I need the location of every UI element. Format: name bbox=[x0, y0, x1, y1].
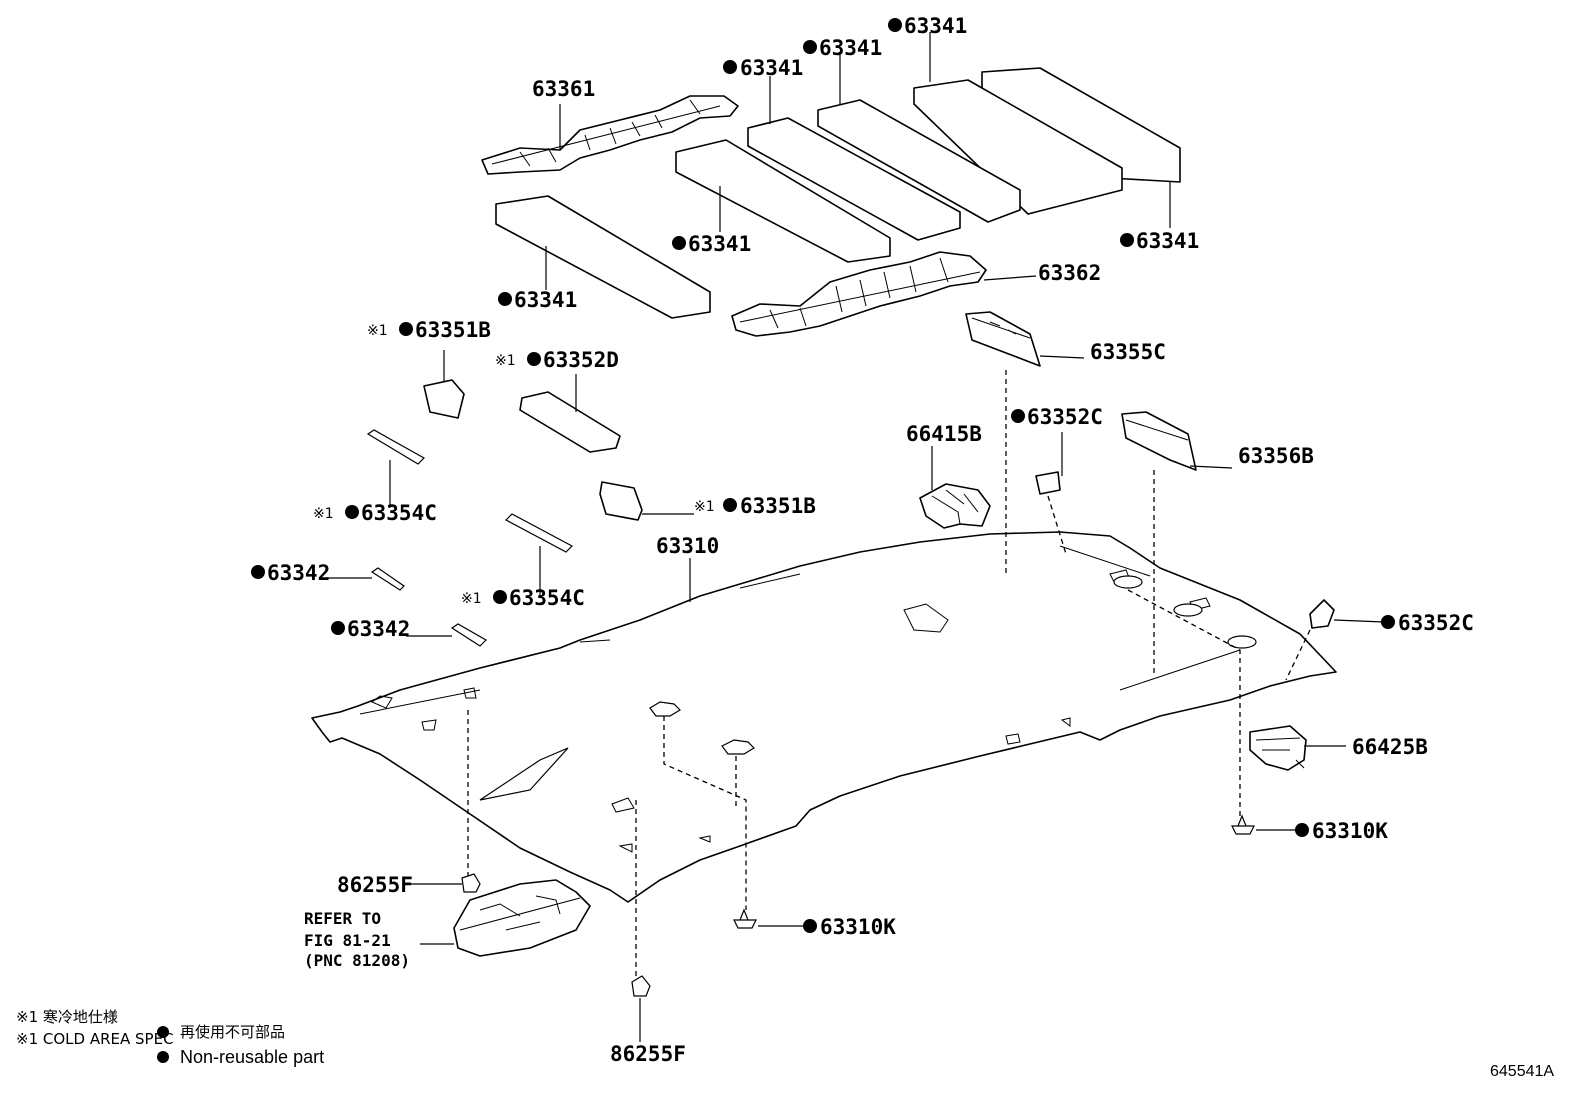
label-63341-top: 63341 bbox=[904, 14, 967, 38]
label-63351b-upper: 63351B bbox=[415, 318, 491, 342]
label-63341-rear: 63341 bbox=[1136, 229, 1199, 253]
pad-63352c-right bbox=[1309, 599, 1335, 629]
clip-86255f-lower bbox=[631, 975, 651, 997]
refer-note-line2: FIG 81-21 bbox=[304, 931, 391, 950]
label-63352c-right: 63352C bbox=[1398, 611, 1474, 635]
clip-86255f-upper bbox=[461, 873, 481, 893]
strip-63354c-upper bbox=[366, 429, 425, 465]
pad-63352c-upper bbox=[1035, 471, 1061, 495]
legend-nonreuse-en: Non-reusable part bbox=[180, 1047, 324, 1067]
refer-note-line1: REFER TO bbox=[304, 909, 381, 928]
label-63352c-upper: 63352C bbox=[1027, 405, 1103, 429]
legend-dot-icon-en bbox=[157, 1051, 169, 1063]
trim-63355c bbox=[965, 311, 1041, 367]
roof-pad-63341-mid-2 bbox=[747, 117, 961, 241]
label-63341-front: 63341 bbox=[688, 232, 751, 256]
label-63341-second: 63341 bbox=[819, 36, 882, 60]
label-63362: 63362 bbox=[1038, 261, 1101, 285]
cold-mark-63352d: ※1 bbox=[495, 353, 516, 369]
label-63355c: 63355C bbox=[1090, 340, 1166, 364]
legend: ※1 寒冷地仕様 ※1 COLD AREA SPEC 再使用不可部品 Non-r… bbox=[16, 1008, 324, 1067]
label-63310k-center: 63310K bbox=[820, 915, 896, 939]
label-63310: 63310 bbox=[656, 534, 719, 558]
strip-63342-upper bbox=[370, 567, 405, 591]
label-63310k-right: 63310K bbox=[1312, 819, 1388, 843]
legend-cold-en: ※1 COLD AREA SPEC bbox=[16, 1030, 174, 1048]
label-63361: 63361 bbox=[532, 77, 595, 101]
holder-66415b bbox=[919, 483, 991, 529]
legend-dot-icon-jp bbox=[157, 1026, 169, 1038]
screw-63310k-right bbox=[1231, 814, 1255, 835]
legend-cold-jp: ※1 寒冷地仕様 bbox=[16, 1008, 118, 1026]
roof-bracket-63362 bbox=[731, 251, 987, 337]
map-lamp-assembly bbox=[453, 879, 591, 957]
label-63354c-lower: 63354C bbox=[509, 586, 585, 610]
label-63342-upper: 63342 bbox=[267, 561, 330, 585]
label-66415b: 66415B bbox=[906, 422, 982, 446]
label-63354c-upper: 63354C bbox=[361, 501, 437, 525]
label-86255f-upper: 86255F bbox=[337, 873, 413, 897]
holder-66425b bbox=[1249, 725, 1307, 771]
screw-63310k-center bbox=[733, 908, 757, 929]
roof-pad-63341-mid-1 bbox=[817, 99, 1021, 223]
pad-63352d bbox=[519, 391, 621, 453]
label-63341-third: 63341 bbox=[740, 56, 803, 80]
label-66425b: 66425B bbox=[1352, 735, 1428, 759]
label-63356b: 63356B bbox=[1238, 444, 1314, 468]
roof-bracket-63361 bbox=[481, 95, 739, 175]
pad-63351b-lower bbox=[599, 481, 643, 521]
pad-63351b-upper bbox=[423, 379, 465, 419]
roof-pad-63341-front-1 bbox=[675, 139, 891, 263]
roof-pad-63341-front-2 bbox=[495, 195, 711, 319]
strip-63342-lower bbox=[450, 623, 487, 647]
figure-code: 645541A bbox=[1490, 1063, 1554, 1080]
dashed-alignment-lines bbox=[467, 370, 1311, 976]
cold-mark-63354c-lower: ※1 bbox=[461, 591, 482, 607]
cold-mark-63351b-upper: ※1 bbox=[367, 323, 388, 339]
label-86255f-lower: 86255F bbox=[610, 1042, 686, 1066]
label-63341-frontmost: 63341 bbox=[514, 288, 577, 312]
label-63342-lower: 63342 bbox=[347, 617, 410, 641]
strip-63354c-lower bbox=[505, 513, 573, 553]
leader-lines bbox=[326, 32, 1385, 1042]
roof-headlining-63310 bbox=[311, 531, 1337, 903]
trim-63356b bbox=[1121, 411, 1197, 471]
legend-nonreuse-jp: 再使用不可部品 bbox=[180, 1023, 285, 1041]
label-63351b-lower: 63351B bbox=[740, 494, 816, 518]
cold-mark-63351b-lower: ※1 bbox=[694, 499, 715, 515]
refer-note-line3: (PNC 81208) bbox=[304, 951, 410, 970]
cold-mark-63354c-upper: ※1 bbox=[313, 506, 334, 522]
non-reusable-dots bbox=[251, 18, 1395, 933]
label-63352d: 63352D bbox=[543, 348, 619, 372]
